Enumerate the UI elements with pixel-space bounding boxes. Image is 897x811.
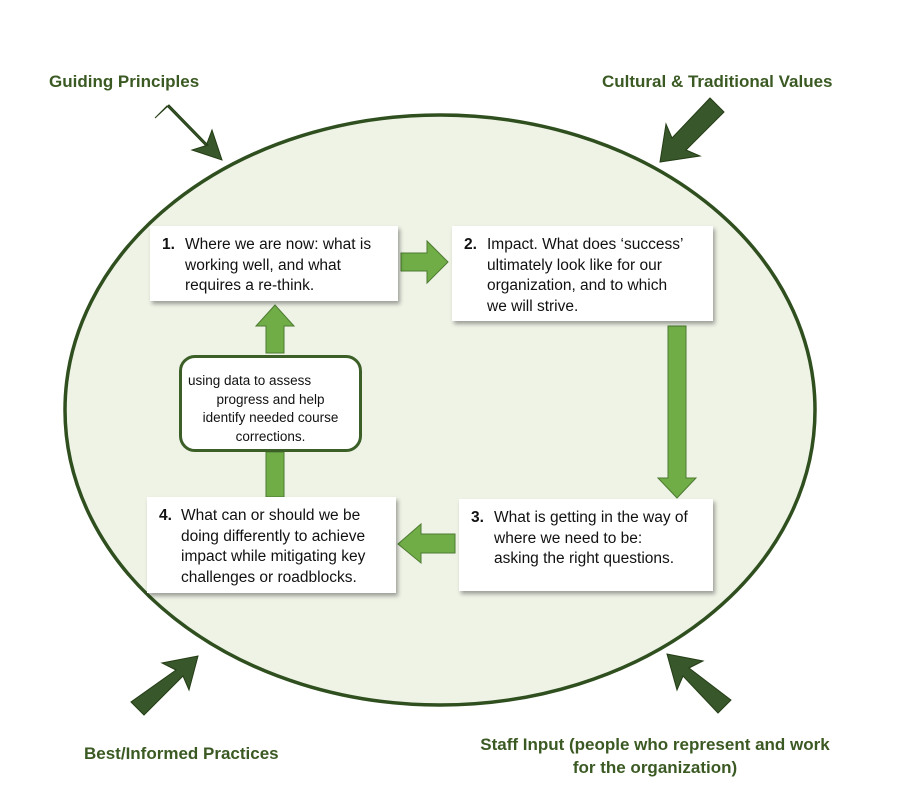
step-3-line: where we need to be: bbox=[494, 529, 643, 547]
step-2-line: we will strive. bbox=[487, 297, 579, 315]
arrow-staff-input bbox=[666, 653, 732, 714]
label-staff-input-line2: for the organization) bbox=[572, 758, 738, 777]
data-assessment-note: using data to assess progress and help i… bbox=[179, 355, 362, 452]
step-4-box: 4. What can or should we be doing differ… bbox=[147, 497, 396, 593]
step-3-number: 3. bbox=[471, 509, 484, 526]
step-2-number: 2. bbox=[464, 236, 477, 253]
arrow-step4-up-lower bbox=[265, 451, 285, 498]
label-staff-input-line1: Staff Input (people who represent and wo… bbox=[480, 735, 830, 754]
step-1-box: 1. Where we are now: what is working wel… bbox=[150, 226, 398, 301]
step-1-number: 1. bbox=[162, 236, 175, 253]
arrow-guiding-principles bbox=[154, 104, 223, 161]
step-2-line: ultimately look like for our bbox=[487, 256, 662, 274]
arrow-step3-to-step4 bbox=[397, 522, 456, 565]
arrow-step1-to-step2 bbox=[400, 239, 449, 285]
step-1-line: Where we are now: what is bbox=[185, 236, 372, 253]
arrow-best-practices bbox=[130, 655, 199, 716]
label-guiding-principles: Guiding Principles bbox=[49, 72, 200, 91]
step-1-line: requires a re-think. bbox=[185, 277, 315, 294]
step-3-line: What is getting in the way of bbox=[494, 509, 688, 526]
step-2-line: Impact. What does ‘success’ bbox=[487, 236, 684, 253]
step-2-box: 2. Impact. What does ‘success’ ultimatel… bbox=[452, 226, 713, 321]
arrow-cultural-values bbox=[659, 97, 725, 163]
step-4-line: impact while mitigating key bbox=[181, 548, 366, 565]
step-4-line: What can or should we be bbox=[181, 507, 361, 524]
step-2-line: organization, and to which bbox=[487, 277, 668, 294]
arrow-step4-to-step1 bbox=[254, 304, 296, 354]
step-4-line: challenges or roadblocks. bbox=[181, 568, 357, 586]
step-3-box: 3. What is getting in the way of where w… bbox=[459, 499, 713, 591]
arrow-step2-to-step3 bbox=[656, 325, 698, 499]
step-3-line: asking the right questions. bbox=[494, 550, 675, 567]
note-line: using data to assess bbox=[188, 373, 312, 388]
note-line: progress and help bbox=[216, 391, 325, 407]
label-cultural-values: Cultural & Traditional Values bbox=[602, 72, 833, 91]
context-ellipse bbox=[63, 113, 817, 707]
label-staff-input: Staff Input (people who represent and wo… bbox=[440, 733, 870, 779]
step-4-line: doing differently to achieve bbox=[181, 527, 366, 545]
step-1-line: working well, and what bbox=[185, 256, 341, 274]
label-best-practices: Best/Informed Practices bbox=[84, 744, 279, 763]
note-line: identify needed course bbox=[202, 410, 339, 425]
step-4-number: 4. bbox=[159, 507, 172, 524]
note-line: corrections. bbox=[235, 428, 306, 444]
